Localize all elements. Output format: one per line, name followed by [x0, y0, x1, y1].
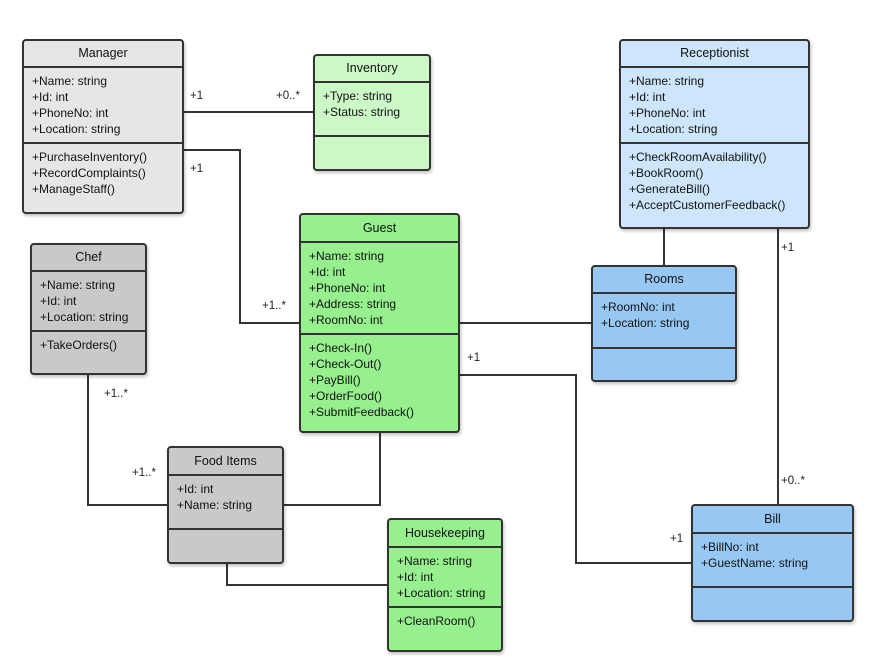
attributes-section: +RoomNo: int +Location: string	[593, 294, 735, 349]
chef-fooditems-line	[87, 375, 168, 506]
attribute: +PhoneNo: int	[309, 281, 386, 295]
class-manager[interactable]: Manager +Name: string +Id: int +PhoneNo:…	[22, 39, 184, 214]
attribute: +Name: string	[629, 74, 705, 88]
multiplicity-label: +0..*	[781, 475, 805, 487]
attribute: +Id: int	[309, 265, 346, 279]
class-title: Chef	[32, 245, 145, 272]
methods-section: +TakeOrders()	[32, 332, 145, 373]
methods-section	[693, 588, 852, 620]
attributes-section: +BillNo: int +GuestName: string	[693, 534, 852, 588]
class-housekeeping[interactable]: Housekeeping +Name: string +Id: int +Loc…	[387, 518, 503, 652]
class-title: Guest	[301, 215, 458, 243]
class-title: Housekeeping	[389, 520, 501, 548]
method: +Check-In()	[309, 341, 373, 355]
attribute: +Id: int	[629, 90, 666, 104]
attributes-section: +Name: string +Id: int +PhoneNo: int +Lo…	[621, 68, 808, 144]
method: +ManageStaff()	[32, 182, 115, 196]
attribute: +Id: int	[32, 90, 69, 104]
attributes-section: +Id: int +Name: string	[169, 476, 282, 530]
method: +PurchaseInventory()	[32, 150, 148, 164]
attributes-section: +Name: string +Id: int +Location: string	[32, 272, 145, 332]
attribute: +Status: string	[323, 105, 401, 119]
method: +GenerateBill()	[629, 182, 711, 196]
methods-section: +Check-In() +Check-Out() +PayBill() +Ord…	[301, 335, 458, 431]
class-title: Receptionist	[621, 41, 808, 68]
method: +Check-Out()	[309, 357, 382, 371]
attribute: +RoomNo: int	[309, 313, 383, 327]
attributes-section: +Name: string +Id: int +Location: string	[389, 548, 501, 608]
attribute: +Location: string	[601, 316, 690, 330]
methods-section	[593, 349, 735, 380]
method: +BookRoom()	[629, 166, 704, 180]
attribute: +Name: string	[177, 498, 253, 512]
method: +OrderFood()	[309, 389, 383, 403]
attribute: +Name: string	[40, 278, 116, 292]
attribute: +Name: string	[397, 554, 473, 568]
attributes-section: +Name: string +Id: int +PhoneNo: int +Ad…	[301, 243, 458, 335]
multiplicity-label: +1..*	[262, 300, 286, 312]
multiplicity-label: +1	[781, 242, 795, 254]
multiplicity-label: +0..*	[276, 90, 300, 102]
attribute: +GuestName: string	[701, 556, 809, 570]
class-title: Rooms	[593, 267, 735, 294]
methods-section	[169, 530, 282, 562]
attribute: +Id: int	[177, 482, 214, 496]
multiplicity-label: +1	[467, 352, 481, 364]
guest-fooditems-line	[283, 432, 381, 506]
class-title: Food Items	[169, 448, 282, 476]
manager-guest-line	[183, 149, 300, 324]
class-title: Manager	[24, 41, 182, 68]
attribute: +Location: string	[40, 310, 129, 324]
multiplicity-label: +1..*	[104, 388, 128, 400]
fooditems-housekeeping-line	[226, 563, 388, 586]
multiplicity-label: +1..*	[132, 467, 156, 479]
attribute: +Id: int	[40, 294, 77, 308]
class-rooms[interactable]: Rooms +RoomNo: int +Location: string	[591, 265, 737, 382]
multiplicity-label: +1	[190, 163, 204, 175]
method: +TakeOrders()	[40, 338, 118, 352]
class-chef[interactable]: Chef +Name: string +Id: int +Location: s…	[30, 243, 147, 375]
attribute: +RoomNo: int	[601, 300, 675, 314]
attributes-section: +Name: string +Id: int +PhoneNo: int +Lo…	[24, 68, 182, 144]
methods-section	[315, 137, 429, 169]
methods-section: +CleanRoom()	[389, 608, 501, 650]
attribute: +Location: string	[32, 122, 121, 136]
method: +SubmitFeedback()	[309, 405, 415, 419]
methods-section: +CheckRoomAvailability() +BookRoom() +Ge…	[621, 144, 808, 227]
class-bill[interactable]: Bill +BillNo: int +GuestName: string	[691, 504, 854, 622]
method: +CheckRoomAvailability()	[629, 150, 767, 164]
attribute: +BillNo: int	[701, 540, 759, 554]
class-inventory[interactable]: Inventory +Type: string +Status: string	[313, 54, 431, 171]
guest-bill-line	[459, 374, 692, 564]
class-title: Bill	[693, 506, 852, 534]
method: +CleanRoom()	[397, 614, 476, 628]
attributes-section: +Type: string +Status: string	[315, 83, 429, 137]
class-food-items[interactable]: Food Items +Id: int +Name: string	[167, 446, 284, 564]
attribute: +Type: string	[323, 89, 393, 103]
attribute: +Id: int	[397, 570, 434, 584]
attribute: +Name: string	[309, 249, 385, 263]
class-title: Inventory	[315, 56, 429, 83]
attribute: +Location: string	[629, 122, 718, 136]
multiplicity-label: +1	[190, 90, 204, 102]
multiplicity-label: +1	[670, 533, 684, 545]
class-receptionist[interactable]: Receptionist +Name: string +Id: int +Pho…	[619, 39, 810, 229]
class-guest[interactable]: Guest +Name: string +Id: int +PhoneNo: i…	[299, 213, 460, 433]
methods-section: +PurchaseInventory() +RecordComplaints()…	[24, 144, 182, 212]
attribute: +Address: string	[309, 297, 397, 311]
attribute: +PhoneNo: int	[629, 106, 706, 120]
method: +AcceptCustomerFeedback()	[629, 198, 786, 212]
method: +PayBill()	[309, 373, 361, 387]
attribute: +PhoneNo: int	[32, 106, 109, 120]
attribute: +Name: string	[32, 74, 108, 88]
method: +RecordComplaints()	[32, 166, 146, 180]
attribute: +Location: string	[397, 586, 486, 600]
